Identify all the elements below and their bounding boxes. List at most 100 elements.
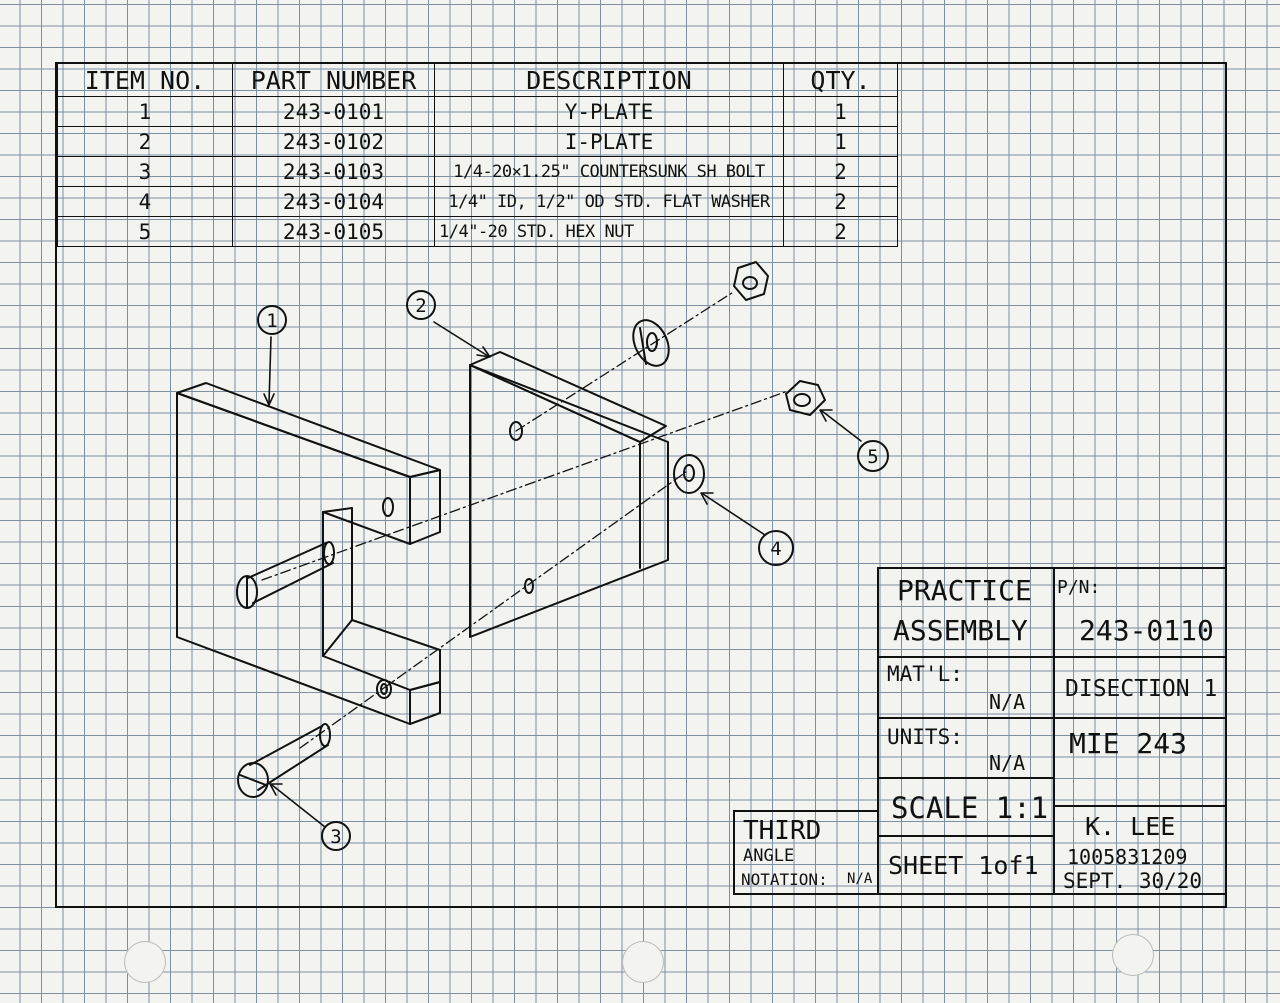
upper-bolt-shank-top: [247, 542, 327, 579]
punch-hole-right: [1112, 934, 1154, 976]
projection-line2: ANGLE: [743, 846, 795, 866]
bom-row: 3 243-0103 1/4-20×1.25" COUNTERSUNK SH B…: [57, 156, 898, 187]
y-plate-upper-arm-side: [409, 469, 441, 545]
balloon-5-label: 5: [867, 446, 878, 468]
leader-2: [433, 321, 489, 357]
bom-header-row: ITEM NO. PART NUMBER DESCRIPTION QTY.: [57, 63, 898, 97]
balloon-2-label: 2: [415, 295, 426, 317]
leader-4: [702, 493, 766, 536]
sheet-value: SHEET 1of1: [888, 851, 1039, 880]
upper-axis-to-nut: [515, 290, 736, 432]
upper-hex-nut: [733, 261, 769, 301]
y-plate-lower-hole: [376, 679, 392, 699]
upper-washer-inner: [646, 332, 658, 352]
lower-washer-outer: [673, 454, 705, 494]
drawing-date: SEPT. 30/20: [1063, 869, 1203, 893]
course-cell: MIE 243: [1053, 717, 1227, 807]
y-plate-lower-hole-inner: [380, 683, 388, 695]
bom-row: 5 243-0105 1/4"-20 STD. HEX NUT 2: [57, 216, 898, 247]
y-plate-slot-floor-edge: [351, 619, 441, 651]
projection-line1: THIRD: [743, 816, 822, 846]
i-plate-upper-hole: [509, 421, 523, 441]
balloon-1: [257, 305, 287, 335]
balloon-1-label: 1: [266, 310, 277, 332]
upper-bolt-shank-bottom: [252, 562, 334, 604]
bom-description: I-PLATE: [434, 126, 784, 157]
title-cell: PRACTICE ASSEMBLY: [877, 567, 1055, 658]
course-value: MIE 243: [1069, 727, 1188, 760]
leader-3-arrowhead: [269, 783, 283, 796]
leader-2-arrowhead: [476, 346, 491, 358]
balloon-4-label: 4: [770, 538, 781, 560]
bom-item: 5: [57, 216, 233, 247]
bom-item: 3: [57, 156, 233, 187]
bom-part: 243-0101: [232, 96, 435, 127]
part-number-label: P/N:: [1057, 577, 1101, 598]
scale-value: SCALE 1:1: [891, 791, 1049, 825]
scale-cell: SCALE 1:1: [877, 777, 1055, 837]
lower-hex-nut-body: [785, 380, 826, 416]
units-cell: UNITS: N/A: [877, 717, 1055, 779]
y-plate-slot-top: [322, 507, 353, 513]
upper-bolt-axis: [261, 391, 786, 581]
bom-header-qty: QTY.: [783, 63, 898, 97]
projection-line3: NOTATION:: [741, 870, 828, 889]
balloon-4: [758, 530, 794, 566]
material-cell: MAT'L: N/A: [877, 656, 1055, 719]
part-number-cell: P/N: 243-0110: [1053, 567, 1227, 658]
upper-washer-outer: [632, 319, 670, 367]
bom-part: 243-0103: [232, 156, 435, 187]
leader-4-arrowhead: [700, 492, 714, 505]
bom-row: 2 243-0102 I-PLATE 1: [57, 126, 898, 157]
balloon-3: [321, 821, 351, 851]
units-label: UNITS:: [887, 725, 963, 749]
y-plate-slot-floor: [322, 619, 353, 657]
section-cell: DISECTION 1: [1053, 656, 1227, 719]
y-plate-top-face: [176, 382, 441, 478]
upper-hex-nut-hole: [742, 276, 758, 290]
upper-bolt-shank-end: [323, 541, 335, 565]
units-value: N/A: [989, 751, 1026, 775]
material-label: MAT'L:: [887, 662, 963, 686]
bom-qty: 1: [783, 126, 898, 157]
lower-bolt-head-slot: [239, 774, 267, 786]
i-plate-lower-hole: [524, 578, 534, 594]
leader-1-arrowhead: [263, 393, 275, 406]
bom-item: 2: [57, 126, 233, 157]
i-plate-front-face: [469, 364, 669, 638]
upper-bolt: [236, 541, 335, 609]
leader-1: [268, 336, 272, 404]
item-balloons: [257, 290, 889, 851]
lower-hex-nut-hole: [793, 393, 811, 407]
sheet-cell: SHEET 1of1: [877, 835, 1055, 895]
bom-part: 243-0105: [232, 216, 435, 247]
drawing-title-line1: PRACTICE: [897, 574, 1032, 607]
y-plate-lower-arm-top: [409, 681, 441, 691]
y-plate-upper-hole: [382, 497, 394, 517]
projection-value: N/A: [847, 871, 873, 887]
leader-3: [271, 784, 326, 828]
projection-cell: THIRD ANGLE NOTATION: N/A: [733, 810, 879, 895]
bom-qty: 2: [783, 216, 898, 247]
student-number: 1005831209: [1067, 845, 1188, 869]
author-cell: K. LEE 1005831209 SEPT. 30/20: [1053, 805, 1227, 895]
lower-bolt-shank-bottom: [257, 744, 329, 791]
y-plate: [176, 382, 441, 725]
bom-qty: 2: [783, 186, 898, 217]
lower-hex-nut: [785, 380, 826, 416]
lower-bolt-shank-end: [319, 723, 331, 747]
leader-lines: [263, 321, 862, 828]
bom-item: 4: [57, 186, 233, 217]
lower-bolt-shank-top: [249, 725, 323, 766]
drawing-title-line2: ASSEMBLY: [893, 614, 1028, 647]
material-value: N/A: [989, 690, 1026, 714]
upper-washer-thickness: [639, 327, 647, 365]
lower-bolt: [237, 723, 331, 798]
i-plate-inner-edge: [469, 364, 641, 443]
balloon-5: [857, 440, 889, 472]
section-value: DISECTION 1: [1065, 676, 1218, 702]
balloon-3-label: 3: [330, 826, 341, 848]
bom-header-description: DESCRIPTION: [434, 63, 784, 97]
bom-header-part: PART NUMBER: [232, 63, 435, 97]
